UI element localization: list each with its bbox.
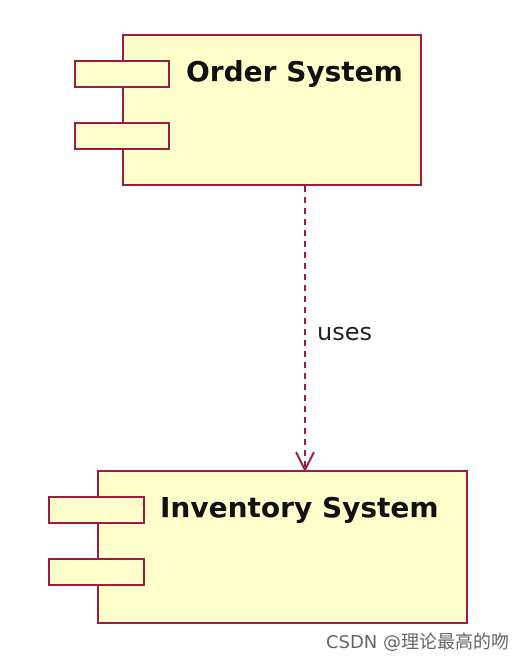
inventory-system-component[interactable] bbox=[97, 470, 468, 624]
csdn-watermark: CSDN @理论最高的吻 bbox=[325, 632, 509, 653]
dependency-label-uses: uses bbox=[317, 318, 372, 346]
inventory-system-tab-bottom bbox=[48, 558, 145, 586]
inventory-system-tab-top bbox=[48, 496, 145, 524]
order-system-component[interactable] bbox=[122, 34, 422, 186]
order-system-tab-top bbox=[74, 60, 170, 88]
order-system-title: Order System bbox=[186, 55, 403, 88]
inventory-system-title: Inventory System bbox=[160, 491, 439, 524]
order-system-tab-bottom bbox=[74, 122, 170, 150]
